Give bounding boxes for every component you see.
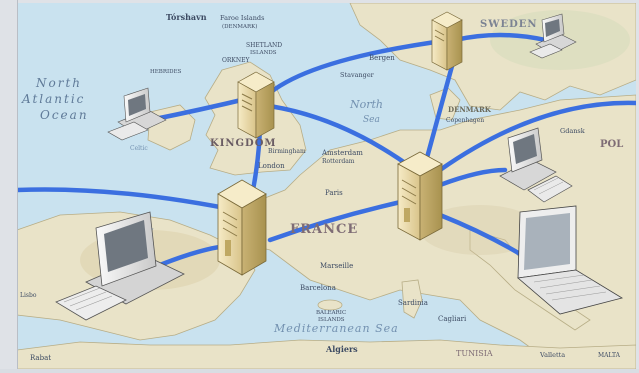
- label-birmingham: Birmingham: [268, 148, 306, 155]
- label-ocean: Ocean: [40, 108, 89, 122]
- window-frame-top: [0, 0, 639, 3]
- label-north-sea-2: Sea: [363, 115, 380, 125]
- label-lisbon: Lisbo: [20, 292, 37, 299]
- label-shetland-2: ISLANDS: [250, 50, 277, 56]
- window-frame-right: [636, 0, 639, 369]
- label-islands: ISLANDS: [318, 317, 345, 323]
- label-france: FRANCE: [290, 222, 358, 237]
- label-paris: Paris: [325, 189, 343, 197]
- label-stavanger: Stavanger: [340, 71, 375, 79]
- label-faroe: Faroe Islands: [220, 14, 264, 22]
- label-celtic: Celtic: [130, 145, 148, 152]
- label-rabat: Rabat: [30, 354, 51, 362]
- workstation-poland[interactable]: [499, 127, 573, 203]
- label-cagliari: Cagliari: [438, 315, 467, 323]
- window-frame-left: [0, 0, 18, 369]
- label-denmark-faroe: (DENMARK): [222, 23, 257, 30]
- label-hebrides: HEBRIDES: [150, 69, 182, 75]
- network-links: [14, 32, 639, 268]
- label-bergen: Bergen: [369, 54, 395, 62]
- server-scotland[interactable]: [237, 71, 275, 139]
- label-north-sea-1: North: [349, 98, 383, 111]
- label-valletta: Valletta: [539, 351, 565, 359]
- label-malta: MALTA: [598, 352, 621, 359]
- workstation-sweden[interactable]: [529, 13, 577, 59]
- label-copenhagen: Copenhagen: [446, 117, 484, 124]
- label-shetland: SHETLAND: [246, 42, 282, 49]
- label-torshavn: Tórshavn: [166, 12, 207, 22]
- link-server-gb-to-server-de: [267, 197, 413, 243]
- label-balearic: BALEARIC: [316, 310, 346, 316]
- label-kingdom: KINGDOM: [210, 138, 277, 149]
- label-barcelona: Barcelona: [300, 284, 336, 292]
- label-pol: POL: [600, 139, 623, 150]
- link-server-de-to-east: [437, 100, 639, 173]
- laptop-italy[interactable]: [517, 205, 624, 315]
- label-mediterranean: Mediterranean Sea: [273, 322, 399, 335]
- label-marseille: Marseille: [320, 262, 353, 270]
- label-atlantic: Atlantic: [21, 92, 85, 106]
- server-norway[interactable]: [431, 11, 463, 71]
- label-gdansk: Gdansk: [560, 127, 585, 135]
- link-server-scotland-to-server-de: [259, 102, 418, 173]
- label-denmark: DENMARK: [448, 105, 492, 114]
- label-tunisia: TUNISIA: [456, 349, 493, 358]
- link-server-norway-to-pc-sweden: [452, 32, 548, 43]
- label-sardinia: Sardinia: [398, 299, 428, 307]
- link-west-to-server-gb: [14, 187, 248, 215]
- label-north: North: [35, 76, 82, 90]
- label-rotterdam: Rotterdam: [322, 158, 355, 165]
- server-great-britain[interactable]: [217, 179, 267, 276]
- label-algiers: Algiers: [325, 344, 358, 354]
- label-amsterdam: Amsterdam: [321, 149, 363, 157]
- place-labels: Tórshavn Faroe Islands (DENMARK) SHETLAN…: [20, 12, 623, 362]
- server-germany[interactable]: [397, 151, 443, 241]
- workstation-spain[interactable]: [55, 211, 185, 321]
- label-london: London: [258, 162, 285, 170]
- label-orkney: ORKNEY: [222, 57, 251, 64]
- workstation-ireland[interactable]: [107, 87, 167, 141]
- label-sweden: SWEDEN: [480, 19, 538, 30]
- link-server-de-to-pc-poland: [437, 167, 508, 188]
